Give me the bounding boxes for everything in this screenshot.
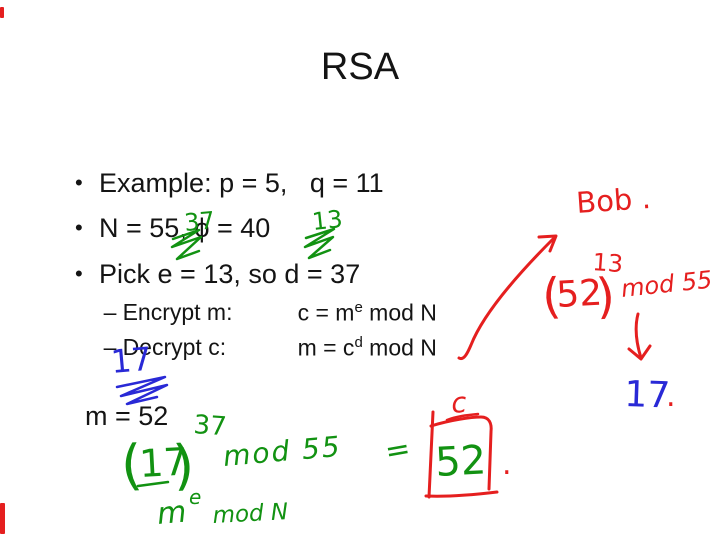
pick-mid: , so d = [233, 259, 331, 289]
red-cipher-exponent-13: 13 [592, 248, 624, 278]
slide-title: RSA [320, 46, 400, 88]
red-recipient-bob: Bob . [575, 181, 652, 220]
encrypt-formula-pre: c = m [297, 299, 355, 326]
green-calc-exponent-37: 37 [193, 410, 228, 442]
decrypt-formula: m = cd mod N [272, 307, 437, 389]
red-result-period: . [666, 379, 676, 414]
d-value: 37 [330, 259, 361, 289]
red-c-label: c [450, 386, 469, 420]
bullet-marker: • [75, 261, 83, 286]
m-line-value: 52 [138, 401, 169, 431]
red-cipher-mod-55: mod 55 [620, 266, 714, 303]
sub-decrypt: –Decrypt c: [78, 307, 227, 388]
sub-encrypt: –Encrypt m: [78, 272, 233, 353]
bullet-example-text: Example: p = 5, q = 11 [99, 168, 384, 198]
green-calc-close-paren: ) [171, 433, 195, 497]
m-equals-line: m = 52 [55, 370, 168, 463]
encrypt-label: Encrypt m: [122, 299, 233, 325]
green-calc-mod-55: mod 55 [222, 430, 343, 473]
red-cipher-base-52: 52 [555, 273, 603, 316]
dash-marker: – [103, 299, 117, 325]
red-box-period: . [502, 447, 512, 482]
green-legend-m: m [156, 495, 188, 532]
green-legend-exponent-e: e [189, 485, 201, 509]
red-arrow-down [634, 312, 643, 360]
left-edge-ink-bottom [0, 503, 5, 534]
green-calc-result-52: 52 [434, 437, 487, 486]
red-box-top-right [429, 415, 493, 491]
decrypt-label: Decrypt c: [122, 334, 227, 360]
red-cipher-open-paren: ( [541, 268, 563, 325]
bullet-n-phi-text: N = 55, ϕ = 40 [99, 213, 271, 243]
decrypt-formula-post: mod N [362, 334, 437, 361]
red-arrow-to-bob [457, 237, 555, 361]
bullet-pick-ed: • Pick e = 13, so d = 37 [45, 228, 360, 321]
bullet-marker: • [75, 170, 83, 195]
red-box-bottom [424, 490, 499, 498]
green-legend-mod-n: mod N [212, 499, 289, 529]
decrypt-exponent: d [354, 334, 363, 351]
encrypt-exponent: e [354, 299, 363, 316]
m-line-pre: m = [85, 401, 139, 431]
decrypt-formula-pre: m = c [297, 334, 355, 361]
blue-decrypt-result-17: 17 [624, 374, 671, 417]
red-cipher-close-paren: ) [595, 268, 617, 325]
green-underline-under-17 [136, 480, 170, 488]
left-edge-ink-top [0, 7, 4, 18]
encrypt-formula-post: mod N [362, 299, 437, 326]
bullet-n-phi: • N = 55, ϕ = 40 [45, 182, 270, 275]
red-arrow-to-bob-head [537, 234, 558, 253]
bullet-example: • Example: p = 5, q = 11 [45, 137, 384, 230]
dash-marker: – [103, 334, 117, 360]
red-box-left [427, 410, 435, 499]
red-c-underline [445, 412, 480, 422]
pick-pre: Pick e = [99, 259, 204, 289]
red-arrow-down-head [627, 344, 652, 361]
encrypt-formula: c = me mod N [272, 272, 437, 354]
bullet-marker: • [75, 215, 83, 240]
green-calc-equals: = [382, 431, 413, 470]
e-value: 13 [203, 259, 234, 289]
